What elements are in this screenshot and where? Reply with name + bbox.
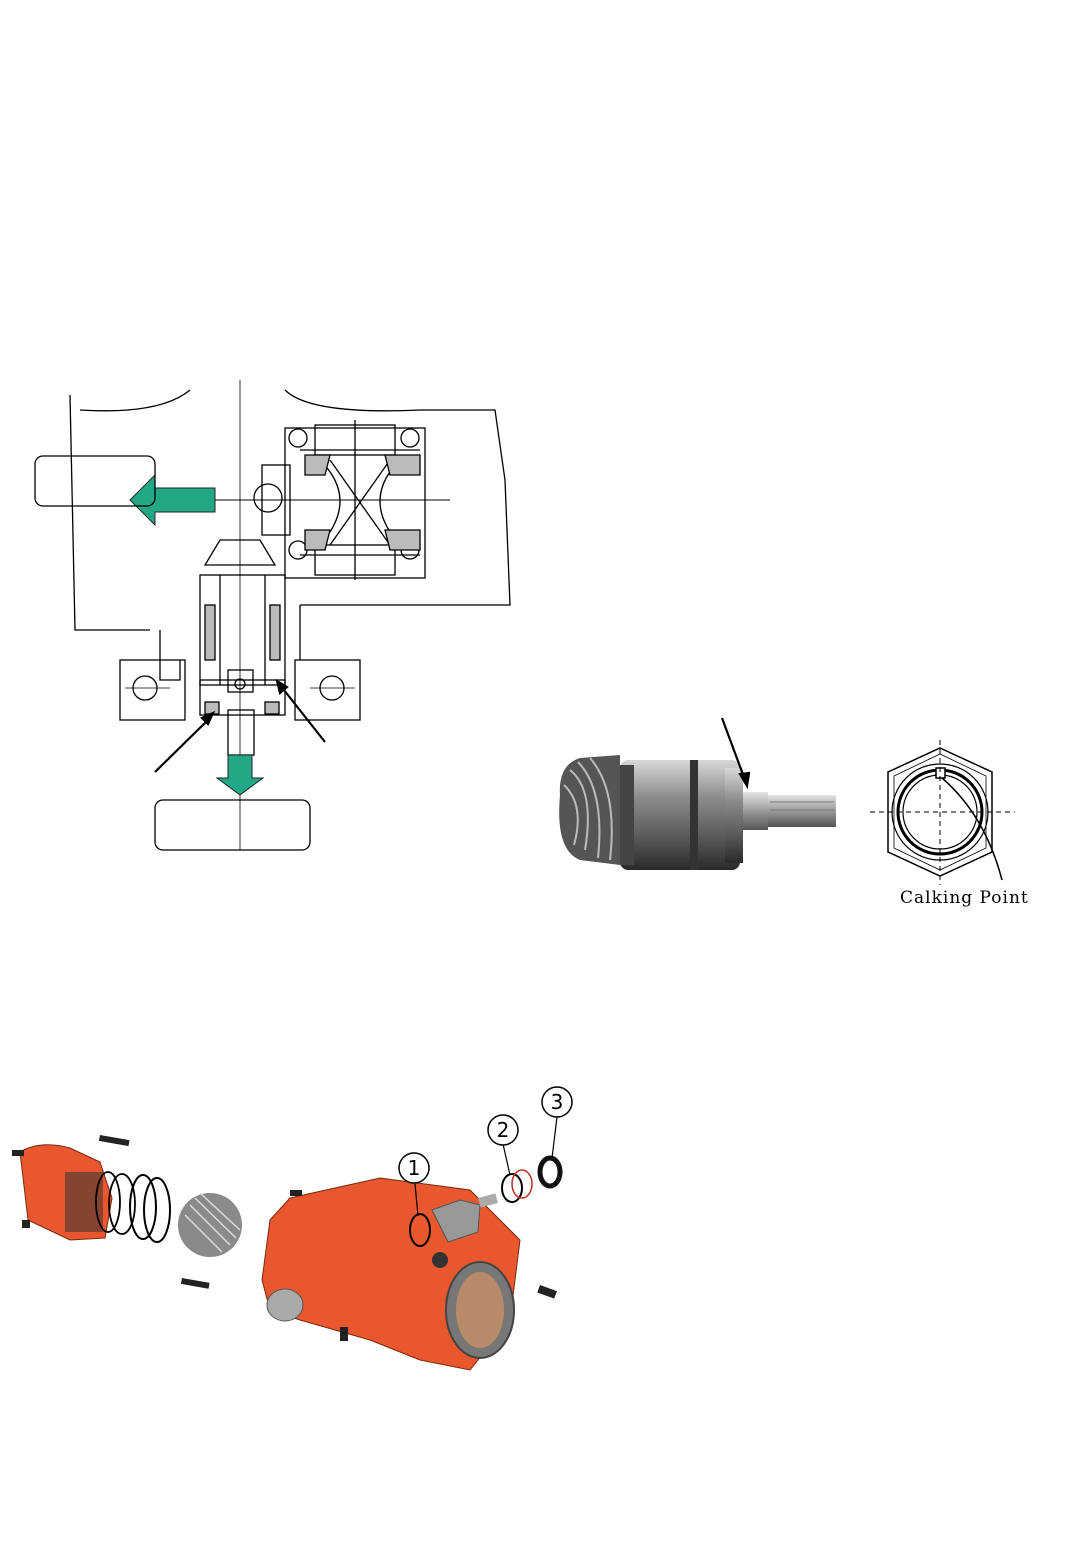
callout-3-label: 3 xyxy=(551,1090,564,1114)
pinion-gear-figure xyxy=(540,710,860,890)
callout-2-label: 2 xyxy=(497,1118,510,1142)
calking-point-figure: Calking Point xyxy=(860,740,1050,920)
callout-3: 3 xyxy=(542,1087,572,1117)
callout-1-label: 1 xyxy=(408,1156,421,1180)
calking-point-label: Calking Point xyxy=(900,888,1029,908)
power-output-arrow-down xyxy=(217,755,263,795)
pinion-gear-image xyxy=(540,710,860,890)
exploded-view-drawing: 1 2 3 xyxy=(0,1080,600,1390)
power-output-arrow-left xyxy=(130,475,215,525)
callout-2: 2 xyxy=(488,1115,518,1145)
cross-section-figure xyxy=(0,380,540,860)
empty-label-box-bottom xyxy=(155,800,310,850)
exploded-view-figure: 1 2 3 xyxy=(0,1080,600,1390)
callout-1: 1 xyxy=(399,1153,429,1183)
nut-drawing: Calking Point xyxy=(860,740,1050,920)
cross-section-drawing xyxy=(0,380,540,860)
